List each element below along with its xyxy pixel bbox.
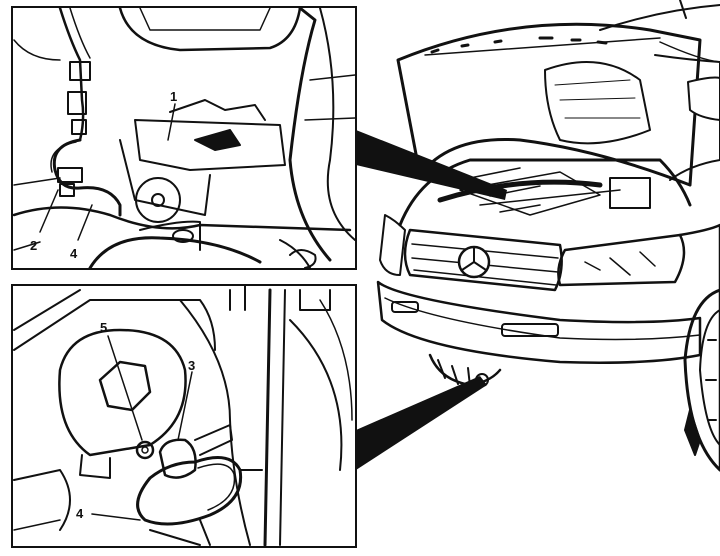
front-grille xyxy=(403,228,563,292)
headlight xyxy=(557,233,686,287)
leaders-top xyxy=(39,103,176,241)
component-3 xyxy=(158,438,197,479)
detail-panel-bottom: 5 3 4 xyxy=(11,284,357,548)
cable-loop-top xyxy=(52,138,122,217)
callout-label-5: 5 xyxy=(100,320,107,335)
van-illustration xyxy=(376,0,720,472)
detail-panel-top: 1 2 4 xyxy=(11,6,357,270)
callout-label-3: 3 xyxy=(188,358,195,373)
callout-wedge-top xyxy=(356,130,507,200)
callout-label-1: 1 xyxy=(170,89,177,104)
front-wheel xyxy=(683,288,720,472)
hood-vent-marks xyxy=(430,36,608,54)
front-bumper xyxy=(376,280,702,364)
hex-bolt xyxy=(98,360,152,412)
component-5 xyxy=(135,440,155,460)
callout-label-4-bottom: 4 xyxy=(76,506,84,521)
callout-label-2: 2 xyxy=(30,238,37,253)
windshield xyxy=(654,54,720,181)
callout-label-4-top: 4 xyxy=(70,246,78,261)
leaders-bottom xyxy=(91,335,193,521)
drain-plug-housing xyxy=(58,328,187,457)
cable-loop-bottom xyxy=(136,456,243,526)
engine-bay xyxy=(398,61,692,227)
callout-wedge-bottom xyxy=(356,376,487,470)
